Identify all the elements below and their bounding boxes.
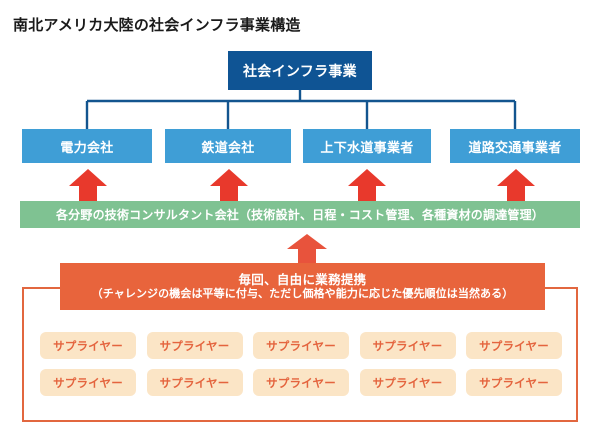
page-title: 南北アメリカ大陸の社会インフラ事業構造 [13, 16, 301, 34]
node-road-traffic-operator: 道路交通事業者 [450, 129, 580, 163]
up-arrow-icon [497, 169, 535, 205]
node-label: 社会インフラ事業 [243, 63, 357, 80]
node-label: 電力会社 [60, 140, 114, 156]
supplier-grid: サプライヤー サプライヤー サプライヤー サプライヤー サプライヤー サプライヤ… [40, 332, 562, 406]
partnership-banner-subtext: （チャレンジの機会は平等に付与、ただし価格や能力に応じた優先順位は当然ある） [91, 287, 514, 301]
up-arrow-icon [348, 169, 386, 205]
node-label: 各分野の技術コンサルタント会社（技術設計、日程・コスト管理、各種資材の調達管理） [55, 208, 544, 222]
node-electric-power-company: 電力会社 [22, 129, 152, 163]
supplier-chip-label: サプライヤー [53, 338, 123, 353]
supplier-chip: サプライヤー [146, 332, 243, 359]
up-arrow-icon [287, 234, 327, 266]
supplier-chip: サプライヤー [359, 369, 456, 396]
node-social-infrastructure-business: 社会インフラ事業 [228, 51, 372, 90]
up-arrow-icon [210, 169, 248, 205]
node-label: 上下水道事業者 [320, 140, 414, 156]
partnership-banner: 毎回、自由に業務提携 （チャレンジの機会は平等に付与、ただし価格や能力に応じた優… [60, 263, 545, 310]
supplier-chip-label: サプライヤー [266, 338, 336, 353]
supplier-row: サプライヤー サプライヤー サプライヤー サプライヤー サプライヤー [40, 332, 562, 359]
supplier-chip-label: サプライヤー [479, 338, 549, 353]
node-label: 鉄道会社 [201, 140, 255, 156]
supplier-chip-label: サプライヤー [53, 375, 123, 390]
supplier-chip-label: サプライヤー [372, 375, 443, 390]
supplier-chip: サプライヤー [359, 332, 456, 359]
supplier-chip: サプライヤー [40, 332, 136, 359]
supplier-chip-label: サプライヤー [479, 375, 549, 390]
supplier-chip-label: サプライヤー [372, 338, 443, 353]
node-railway-company: 鉄道会社 [165, 129, 291, 163]
node-engineering-consultant-bar: 各分野の技術コンサルタント会社（技術設計、日程・コスト管理、各種資材の調達管理） [20, 201, 580, 228]
partnership-banner-headline: 毎回、自由に業務提携 [238, 271, 367, 287]
supplier-row: サプライヤー サプライヤー サプライヤー サプライヤー サプライヤー [40, 369, 562, 396]
supplier-chip-label: サプライヤー [266, 375, 336, 390]
supplier-chip: サプライヤー [40, 369, 136, 396]
supplier-chip: サプライヤー [253, 369, 349, 396]
supplier-chip: サプライヤー [146, 369, 243, 396]
supplier-chip: サプライヤー [253, 332, 349, 359]
supplier-chip: サプライヤー [466, 332, 562, 359]
supplier-chip: サプライヤー [466, 369, 562, 396]
supplier-chip-label: サプライヤー [159, 338, 230, 353]
up-arrow-icon [69, 169, 107, 205]
node-water-sewage-operator: 上下水道事業者 [303, 129, 431, 163]
supplier-chip-label: サプライヤー [159, 375, 230, 390]
node-label: 道路交通事業者 [468, 140, 562, 156]
